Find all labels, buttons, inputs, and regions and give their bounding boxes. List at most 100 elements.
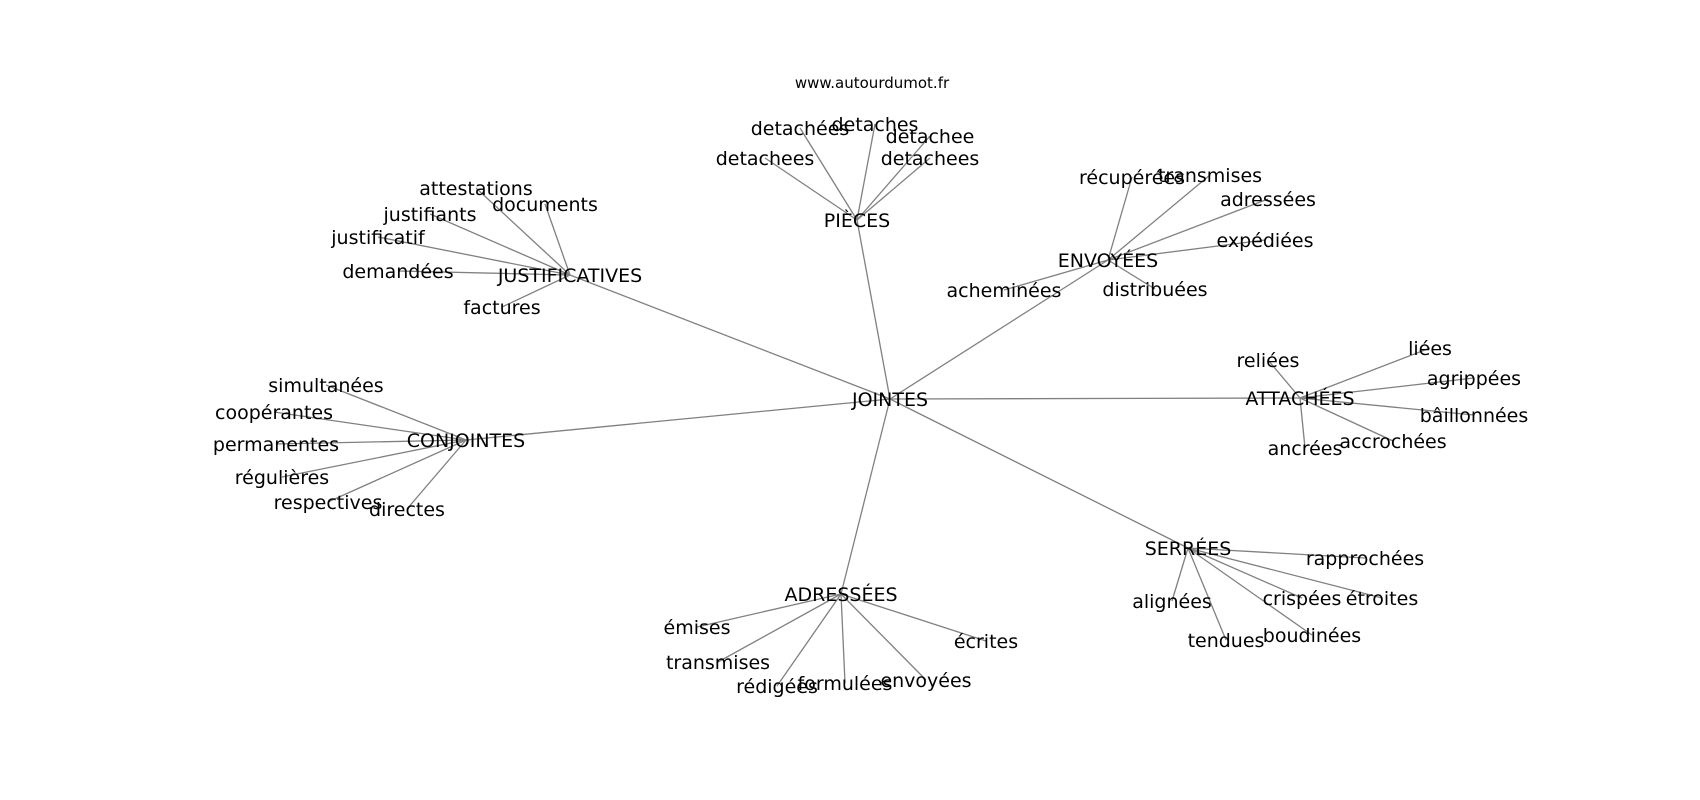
leaf-node[interactable]: rapprochées xyxy=(1306,548,1424,570)
graph-edge xyxy=(1299,347,1431,399)
leaf-node[interactable]: documents xyxy=(492,194,598,216)
graph-edge xyxy=(569,274,891,400)
leaf-node[interactable]: rédigées xyxy=(736,676,818,698)
graph-edge xyxy=(856,123,876,221)
leaf-node[interactable]: crispées xyxy=(1263,588,1342,610)
leaf-node[interactable]: écrites xyxy=(954,631,1018,653)
graph-edge xyxy=(429,213,571,276)
graph-edge xyxy=(856,219,891,400)
graph-edge xyxy=(281,439,467,478)
leaf-node[interactable]: bâillonnées xyxy=(1420,405,1529,427)
graph-labels: www.autourdumot.fr JOINTES PIÈCES detaché… xyxy=(213,74,1528,698)
source-url[interactable]: www.autourdumot.fr xyxy=(795,74,950,92)
graph-edge xyxy=(1187,547,1383,599)
graph-edge xyxy=(764,157,858,221)
graph-edge xyxy=(1187,547,1303,599)
graph-edge xyxy=(776,593,842,687)
leaf-node[interactable]: adressées xyxy=(1220,189,1316,211)
graph-edge xyxy=(889,259,1109,400)
graph-edge xyxy=(1171,547,1189,602)
leaf-node[interactable]: acheminées xyxy=(947,280,1062,302)
leaf-node[interactable]: agrippées xyxy=(1427,368,1521,390)
graph-edge xyxy=(1187,547,1366,559)
graph-edge xyxy=(696,593,842,628)
leaf-node[interactable]: formulées xyxy=(798,673,893,695)
graph-edge xyxy=(1187,547,1313,636)
graph-edge xyxy=(889,398,1189,549)
graph-edge xyxy=(406,439,467,510)
leaf-node[interactable]: régulières xyxy=(235,467,329,489)
cluster-node-envoyees[interactable]: ENVOYÉES xyxy=(1058,249,1158,272)
graph-edge xyxy=(1107,198,1269,261)
leaf-node[interactable]: detachees xyxy=(881,148,980,170)
graph-edge xyxy=(1299,377,1475,399)
graph-edge xyxy=(273,411,467,441)
leaf-node[interactable]: expédiées xyxy=(1217,230,1314,252)
graph-edge xyxy=(327,439,467,503)
leaf-node[interactable]: envoyées xyxy=(880,670,971,692)
cluster-node-attachees[interactable]: ATTACHÉES xyxy=(1245,387,1354,410)
graph-edge xyxy=(544,203,571,276)
graph-edge xyxy=(397,270,571,276)
graph-edge xyxy=(1107,239,1266,261)
leaf-node[interactable]: récupérées xyxy=(1079,167,1185,189)
graph-edge xyxy=(1107,174,1211,261)
leaf-node[interactable]: permanentes xyxy=(213,434,339,456)
graph-edge xyxy=(1107,259,1156,290)
cluster-node-justificatives[interactable]: JUSTIFICATIVES xyxy=(497,265,642,287)
graph-edge xyxy=(840,593,927,681)
leaf-node[interactable]: transmises xyxy=(666,652,770,674)
graph-edge xyxy=(889,397,1301,400)
graph-edge xyxy=(325,384,467,441)
leaf-node[interactable]: émises xyxy=(664,617,731,639)
leaf-node[interactable]: ancrées xyxy=(1268,438,1343,460)
leaf-node[interactable]: reliées xyxy=(1237,350,1300,372)
cluster-node-serrees[interactable]: SERRÉES xyxy=(1145,537,1232,560)
leaf-node[interactable]: detachees xyxy=(716,148,815,170)
leaf-node[interactable]: detachee xyxy=(886,126,975,148)
graph-edge xyxy=(377,236,571,276)
graph-edge xyxy=(840,593,846,684)
graph-edge xyxy=(856,135,931,221)
graph-edge xyxy=(1267,359,1301,399)
root-node[interactable]: JOINTES xyxy=(851,389,928,411)
leaf-node[interactable]: distribuées xyxy=(1102,279,1207,301)
leaf-node[interactable]: detaches xyxy=(832,114,919,136)
graph-edge xyxy=(275,439,467,445)
leaf-node[interactable]: demandées xyxy=(342,261,453,283)
cluster-node-conjointes[interactable]: CONJOINTES xyxy=(407,430,525,452)
graph-edge xyxy=(1187,547,1227,641)
graph-edge xyxy=(840,593,987,642)
graph-edge xyxy=(799,127,858,221)
leaf-node[interactable]: étroites xyxy=(1346,588,1418,610)
leaf-node[interactable]: coopérantes xyxy=(215,402,333,424)
leaf-node[interactable]: transmises xyxy=(1158,165,1262,187)
leaf-node[interactable]: accrochées xyxy=(1339,431,1446,453)
cluster-node-adressees[interactable]: ADRESSÉES xyxy=(784,583,897,606)
leaf-node[interactable]: alignées xyxy=(1132,591,1212,613)
leaf-node[interactable]: boudinées xyxy=(1263,625,1361,647)
graph-edge xyxy=(475,187,571,276)
leaf-node[interactable]: justifiants xyxy=(383,204,477,226)
graph-edge xyxy=(1299,397,1394,442)
cluster-node-pieces[interactable]: PIÈCES xyxy=(824,209,890,232)
leaf-node[interactable]: tendues xyxy=(1188,630,1265,652)
leaf-node[interactable]: liées xyxy=(1408,338,1452,360)
graph-edge xyxy=(465,398,891,441)
graph-edge xyxy=(1003,259,1109,291)
graph-edge xyxy=(501,274,571,308)
leaf-node[interactable]: simultanées xyxy=(268,375,383,397)
graph-edge xyxy=(856,157,931,221)
graph-edge xyxy=(1299,397,1475,416)
leaf-node[interactable]: respectives xyxy=(274,492,383,514)
graph-edge xyxy=(1107,176,1133,261)
graph-edge xyxy=(840,398,891,595)
leaf-node[interactable]: attestations xyxy=(419,178,533,200)
graph-edge xyxy=(1299,397,1306,449)
leaf-node[interactable]: factures xyxy=(463,297,540,319)
graph-edges xyxy=(273,123,1475,687)
leaf-node[interactable]: detachées xyxy=(751,118,850,140)
leaf-node[interactable]: justificatif xyxy=(330,227,426,249)
leaf-node[interactable]: directes xyxy=(369,499,445,521)
